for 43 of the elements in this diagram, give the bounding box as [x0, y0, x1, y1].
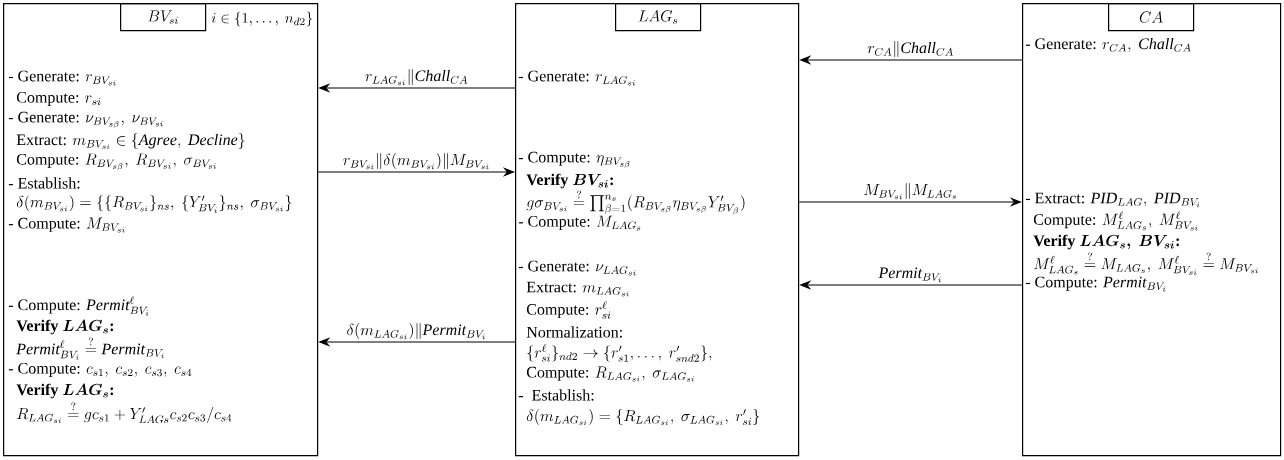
- step-text: $\text{Compute: }r_{si}$: [16, 92, 101, 106]
- step-text: $\text{- Compute: }M_{LAG_s}$: [518, 215, 641, 231]
- step-text: $\text{\bfseries Verify }\boldsymbol{BV_{si}}\text{\bfseries :}$: [526, 173, 613, 189]
- step-text: $\text{- Compute: }c_{s1},\ c_{s2},\ c_{s3},\ c_{s4}$: [8, 363, 192, 377]
- step-text: $\text{- Generate: }r_{CA},\ \mathit{Chall}_{CA}$: [1025, 37, 1191, 53]
- step-text: $\text{\bfseries Verify }\boldsymbol{LAG_s}\text{\bfseries :}$: [16, 383, 114, 399]
- edge-label: $r_{LAG_{si}}\|\mathit{Chall}_{CA}$: [365, 69, 468, 86]
- step-text: $\text{- Extract: }\mathit{PID}_{LAG},\ \mathit{PID}_{BV_i}$: [1025, 192, 1200, 208]
- step-text: $\{r^{\ell}_{si}\}_{nd2}\rightarrow\{r'_{s1},\ldots,\ r'_{snd2}\},$: [527, 344, 712, 362]
- step-text: $\text{-\ \ Establish:}$: [518, 389, 594, 401]
- step-text: $\text{- Generate: }\nu_{LAG_{si}}$: [518, 260, 636, 276]
- step-text: $\text{\bfseries Verify }\boldsymbol{LAG_s}\text{\bfseries :}$: [16, 319, 114, 335]
- edge-label: $\delta(m_{LAG_{si}})\|\mathit{Permit}_{BV_i}$: [347, 323, 485, 340]
- edge-label: $r_{BV_{si}}\|\delta(m_{BV_{si}})\|M_{BV_{si}}$: [343, 153, 489, 170]
- step-text: $\text{Compute: }R_{LAG_{si}},\ \sigma_{LAG_{si}}$: [526, 366, 694, 382]
- party-title-box: $LAG_s$: [615, 3, 702, 32]
- step-text: $\text{- Generate: }r_{LAG_{si}}$: [518, 70, 635, 86]
- party-title-box: $CA$: [1108, 3, 1195, 32]
- step-text: $\text{- Compute: }\mathit{Permit}_{BV_i}$: [1025, 276, 1166, 292]
- step-text: $g\sigma_{BV_{si}}\overset{?}{=}\textstyle\prod^{n_s}_{\beta=1}(R_{BV_{s\beta}}\eta_{BV_{s\beta}}Y'_{BV_\beta})$: [526, 190, 745, 215]
- step-text: $M^{\ell}_{LAG_s}\overset{?}{=}M_{LAG_s},\ M^{\ell}_{BV_{si}}\overset{?}{=}M_{BV_{si}}$: [1034, 252, 1258, 275]
- step-text: $\text{- Compute: }\eta_{BV_{s\beta}}$: [518, 151, 630, 169]
- step-text: $\text{Compute: }r^{\ell}_{si}$: [526, 301, 611, 319]
- edge-label: $r_{CA}\|\mathit{Chall}_{CA}$: [867, 41, 953, 58]
- step-text: $\text{Compute: }M^{\ell}_{LAG_s},\ M^{\ell}_{BV_{si}}$: [1033, 211, 1198, 231]
- edge-label: $M_{BV_{si}}\|M_{LAG_s}$: [864, 183, 956, 200]
- step-text: $\delta(m_{BV_{si}})=\{\{R_{BV_{si}}\}_{ns},\ \{Y'_{BV_i}\}_{ns},\ \sigma_{BV_{si}}\}$: [16, 195, 292, 213]
- step-text: $\mathit{Permit}^{\ell}_{BV_i}\overset{?}{=}\mathit{Permit}_{BV_i}$: [16, 337, 164, 360]
- index-range: $i\in\{1,\ldots,\ n_{d2}\}$: [211, 11, 313, 27]
- step-text: $\text{- Generate: }r_{BV_{si}}$: [8, 70, 116, 86]
- step-text: $\text{- Generate: }\nu_{BV_{s\beta}},\ \nu_{BV_{si}}$: [8, 111, 163, 129]
- step-text: $\text{Extract: }m_{BV_{si}}\in\{\mathit{Agree},\ \mathit{Decline}\}$: [16, 133, 245, 150]
- step-text: $\text{Normalization:}$: [526, 326, 622, 338]
- step-text: $R_{LAG_{si}}\overset{?}{=}gc_{s1}+Y'_{LAGs}c_{s2}c_{s3}/c_{s4}$: [17, 402, 232, 424]
- edge-label: $\mathit{Permit}_{BV_i}$: [878, 267, 941, 283]
- step-text: $\delta(m_{LAG_{si}})=\{R_{LAG_{si}},\ \sigma_{LAG_{si}},\ r'_{si}\}$: [526, 409, 760, 426]
- party-title-box: $BV_{si}$: [120, 3, 207, 32]
- step-text: $\text{Compute: }R_{BV_{s\beta}},\ R_{BV_{si}},\ \sigma_{BV_{si}}$: [16, 153, 216, 171]
- step-text: $\text{Extract: }m_{LAG_{si}}$: [526, 281, 629, 297]
- step-text: $\text{\bfseries Verify }\boldsymbol{LAG_s,\ BV_{si}}\text{\bfseries :}$: [1033, 234, 1179, 250]
- step-text: $\text{- Compute: }M_{BV_{si}}$: [8, 217, 125, 233]
- step-text: $\text{- Establish:}$: [8, 177, 80, 189]
- step-text: $\text{- Compute: }\mathit{Permit}^{\ell}_{BV_i}$: [8, 296, 149, 316]
